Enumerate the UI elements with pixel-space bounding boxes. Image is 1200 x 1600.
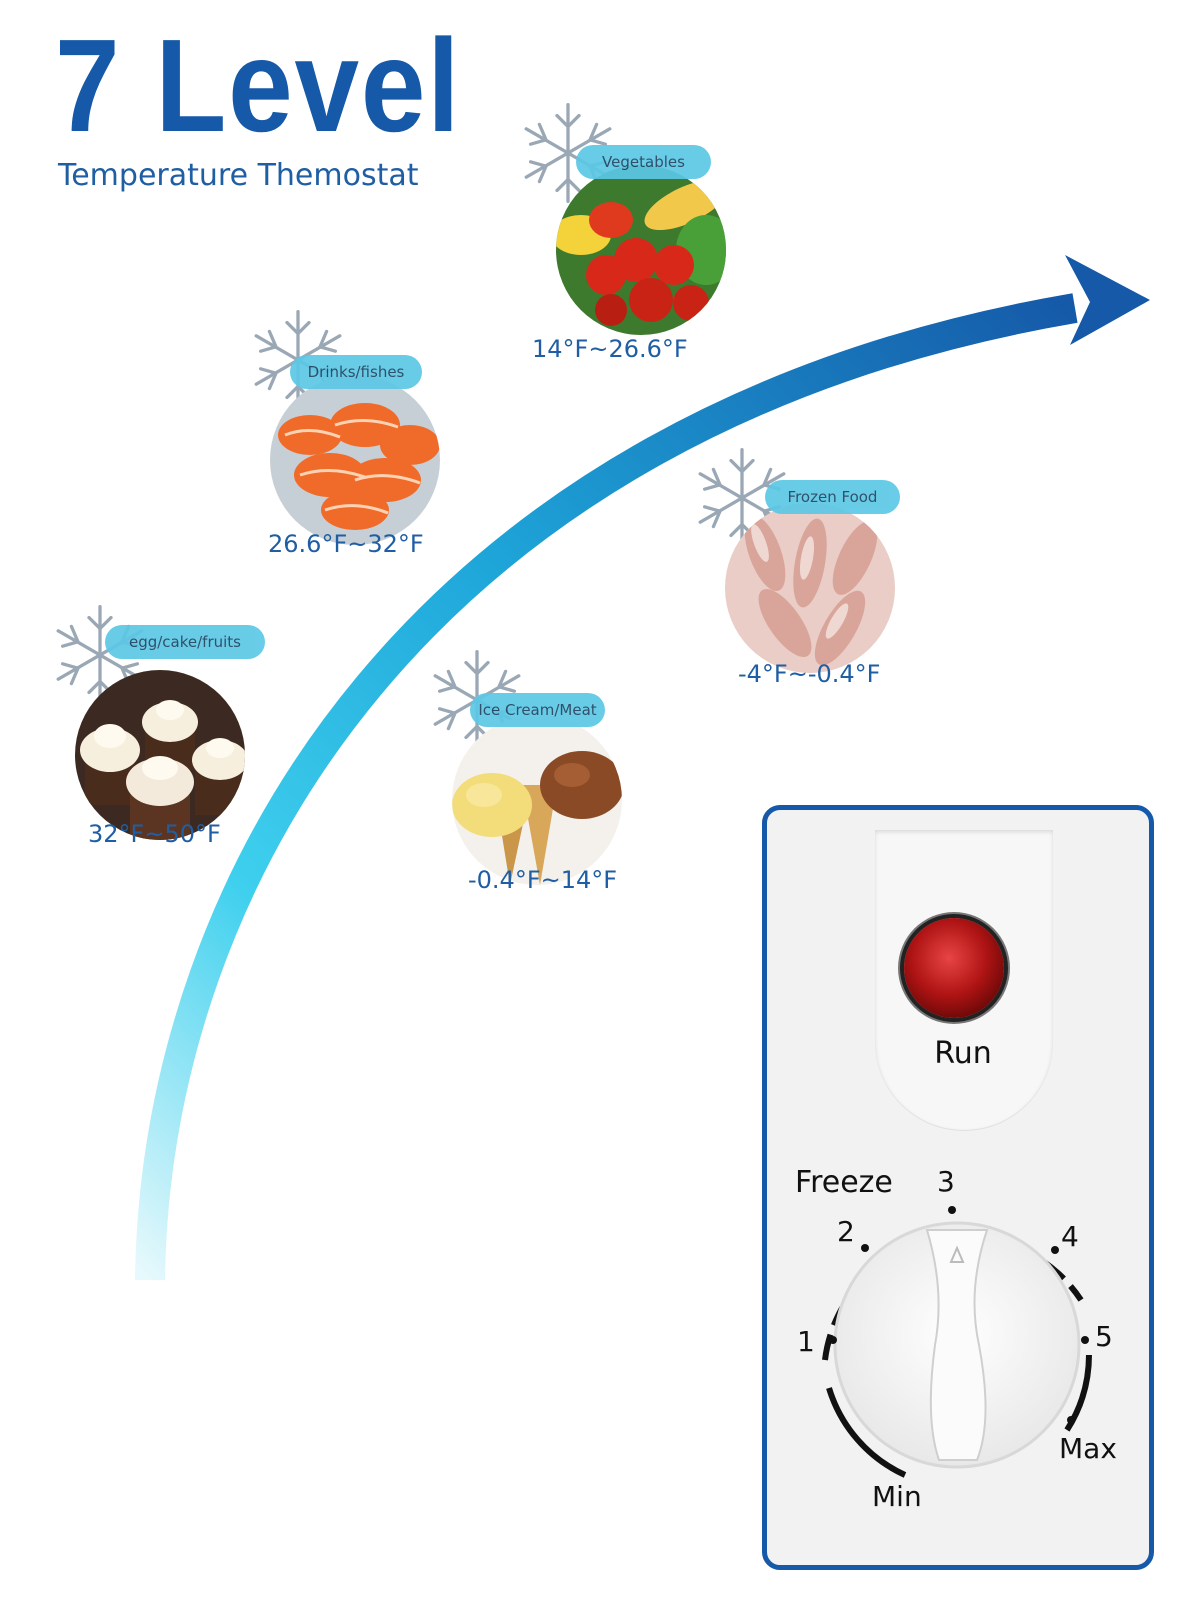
ice-cream-photo: [452, 715, 622, 885]
level-item-frozen-food: Frozen Food: [698, 447, 905, 678]
frozen-chicken-photo: [725, 503, 895, 673]
dial-mark-4: 4: [1061, 1220, 1079, 1253]
run-indicator-light: [904, 918, 1004, 1018]
thermostat-panel: Run Freeze 1 2 3 4 5 Max Min: [762, 805, 1154, 1570]
dial-mark-5: 5: [1095, 1320, 1113, 1353]
level-range: 26.6°F~32°F: [268, 530, 424, 558]
run-label: Run: [934, 1036, 992, 1071]
max-label: Max: [1059, 1432, 1117, 1465]
page-title: 7 Level: [55, 12, 462, 159]
level-item-egg-cake-fruits: egg/cake/fruits: [56, 604, 265, 840]
snowflake-icon: [56, 604, 144, 706]
thermostat-dial: [822, 1206, 1092, 1478]
level-label: Ice Cream/Meat: [470, 693, 605, 727]
dial-mark-3: 3: [937, 1165, 955, 1198]
freeze-label: Freeze: [795, 1165, 893, 1200]
level-label: egg/cake/fruits: [105, 625, 265, 659]
min-label: Min: [872, 1480, 922, 1513]
level-item-ice-cream-meat: Ice Cream/Meat: [433, 649, 632, 895]
vegetables-photo: [556, 165, 726, 335]
level-range: -0.4°F~14°F: [468, 866, 618, 894]
level-item-vegetables: Vegetables: [524, 102, 728, 340]
cupcakes-photo: [75, 670, 245, 840]
level-range: 14°F~26.6°F: [532, 335, 688, 363]
dial-mark-1: 1: [797, 1325, 815, 1358]
salmon-photo: [270, 375, 440, 545]
dial-mark-2: 2: [837, 1215, 855, 1248]
level-label: Vegetables: [576, 145, 711, 179]
level-label: Drinks/fishes: [290, 355, 422, 389]
level-item-drinks-fishes: Drinks/fishes: [254, 309, 448, 555]
level-range: 32°F~50°F: [88, 820, 221, 848]
level-label: Frozen Food: [765, 480, 900, 514]
page-subtitle: Temperature Themostat: [58, 158, 419, 193]
level-range: -4°F~-0.4°F: [738, 660, 881, 688]
